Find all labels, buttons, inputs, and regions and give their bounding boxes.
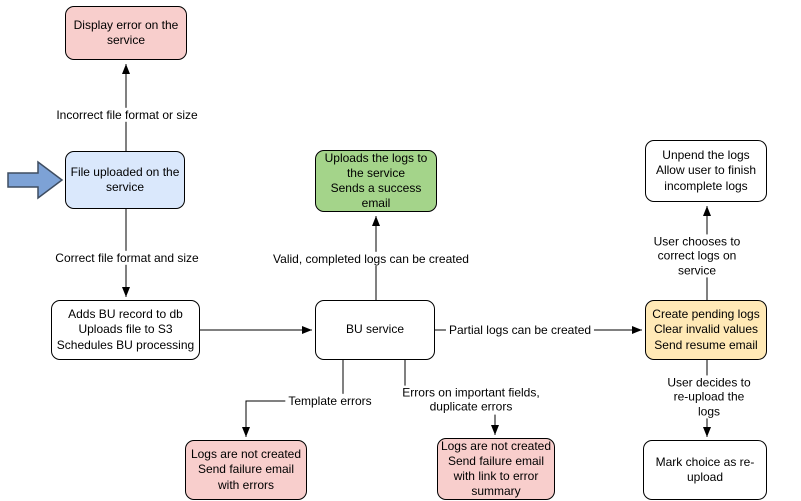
edge-label-valid-logs: Valid, completed logs can be created [270,251,472,267]
node-file-uploaded: File uploaded on the service [65,151,185,209]
edge-label-incorrect-format: Incorrect file format or size [53,107,201,123]
edge-label-partial-logs: Partial logs can be created [445,322,595,338]
edge-label-user-correct: User chooses to correct logs on service [645,234,749,278]
edge-label-user-reupload: User decides to re-upload the logs [663,375,755,419]
node-create-pending-logs: Create pending logs Clear invalid values… [645,300,767,360]
node-unpend-logs: Unpend the logs Allow user to finish inc… [645,140,767,202]
entry-arrow-icon [7,160,64,200]
node-adds-bu-record: Adds BU record to db Uploads file to S3 … [51,300,200,360]
node-display-error: Display error on the service [65,6,187,60]
node-failure-email-summary: Logs are not created Send failure email … [437,438,555,500]
node-failure-email-errors: Logs are not created Send failure email … [185,440,307,500]
edge-label-template-errors: Template errors [285,393,375,409]
node-mark-choice-reupload: Mark choice as re- upload [643,440,767,500]
node-uploads-logs-success: Uploads the logs to the service Sends a … [315,150,437,212]
edge-label-correct-format: Correct file format and size [52,250,202,266]
node-bu-service: BU service [315,300,435,360]
edge-label-field-errors: Errors on important fields, duplicate er… [399,385,543,415]
